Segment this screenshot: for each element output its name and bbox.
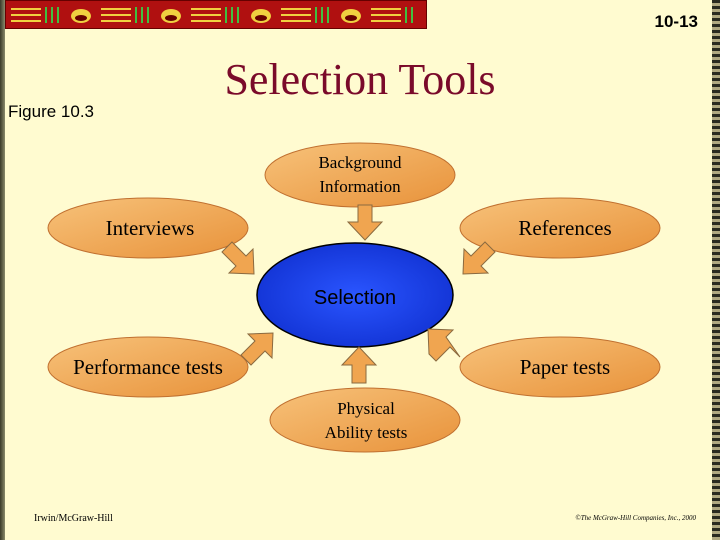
decorative-banner	[5, 0, 427, 29]
background-label: Background Information	[318, 153, 402, 196]
performance-label: Performance tests	[73, 355, 223, 379]
arrow-performance	[240, 332, 274, 366]
footer-copyright: ©The McGraw-Hill Companies, Inc., 2000	[575, 514, 696, 522]
arrow-background	[346, 204, 384, 241]
performance-node	[47, 336, 249, 398]
references-node	[459, 197, 661, 259]
arrow-references	[462, 241, 496, 275]
selection-node	[256, 242, 454, 348]
references-label: References	[518, 216, 612, 240]
arrow-interviews	[221, 241, 255, 275]
left-border	[0, 0, 5, 540]
paper-node	[459, 336, 661, 398]
interviews-label: Interviews	[105, 216, 195, 240]
slide-number: 10-13	[654, 12, 698, 31]
selection-label: Selection	[313, 287, 397, 309]
banner-pattern	[11, 7, 413, 23]
physical-label: Physical Ability tests	[324, 399, 408, 442]
slide-title: Selection Tools	[224, 55, 496, 104]
physical-node	[269, 387, 461, 453]
figure-label: Figure 10.3	[8, 102, 94, 121]
right-border	[712, 0, 720, 540]
arrow-physical	[340, 346, 378, 384]
interviews-node	[47, 197, 249, 259]
arrow-paper	[427, 328, 461, 362]
paper-label: Paper tests	[519, 355, 611, 379]
footer-publisher: Irwin/McGraw-Hill	[34, 513, 113, 524]
